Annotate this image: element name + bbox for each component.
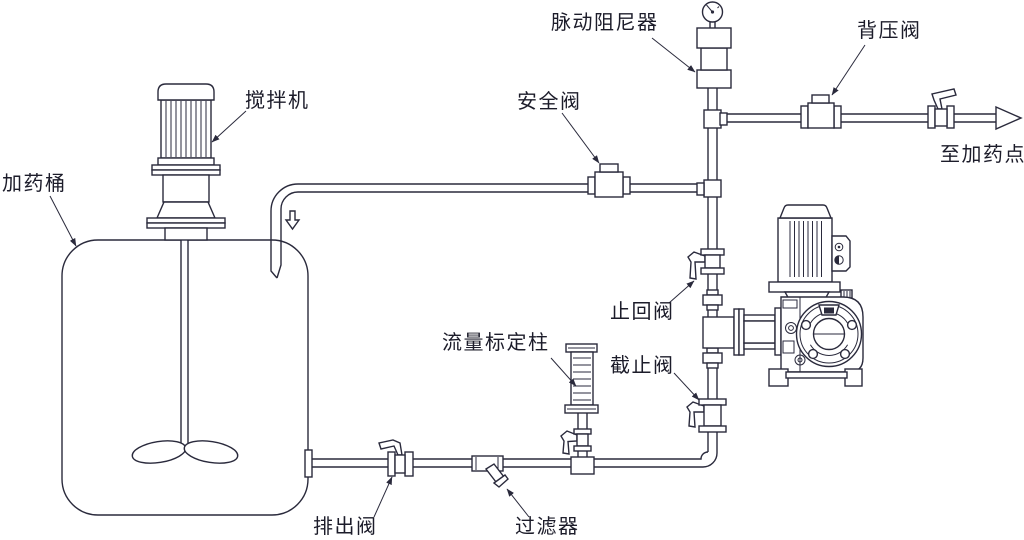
mixer-motor-cap	[157, 83, 215, 101]
pipe-elbow-inner	[700, 451, 709, 460]
pulsation-dampener	[696, 1, 732, 89]
mixer-mount-column	[164, 227, 208, 241]
pump-head-block	[702, 316, 735, 349]
pump-head	[733, 307, 782, 356]
mixer-neck	[162, 174, 210, 203]
pump-union-lower	[702, 347, 723, 369]
flow-arrow	[995, 105, 1023, 131]
outlet-valve	[927, 88, 957, 129]
back-pressure-valve	[800, 94, 842, 129]
label-back-pressure-valve: 背压阀	[857, 20, 922, 42]
flow-down-arrow-icon	[284, 210, 301, 231]
mixer-flange-lower-2	[146, 222, 226, 229]
label-dosing-tank: 加药桶	[2, 173, 67, 195]
label-stop-valve: 截止阀	[610, 355, 675, 377]
leader-lines	[49, 37, 866, 518]
label-discharge-valve: 排出阀	[313, 516, 378, 538]
return-pipe	[270, 183, 301, 279]
label-mixer: 搅拌机	[245, 90, 310, 112]
label-safety-valve: 安全阀	[517, 91, 582, 113]
discharge-valve-handle	[378, 439, 403, 456]
mixer-flange-upper-2	[151, 169, 221, 176]
tee-dampener	[703, 109, 722, 129]
check-valve-handle	[687, 251, 706, 280]
calibration-valve-handle	[560, 430, 578, 455]
strainer-cap	[492, 474, 509, 488]
mixer-motor-band	[157, 157, 215, 166]
safety-valve	[587, 163, 631, 198]
agitator-shaft	[180, 237, 189, 452]
pump-motor-cap	[778, 204, 833, 219]
propeller-blade-right	[183, 440, 239, 464]
label-check-valve: 止回阀	[610, 301, 675, 323]
pump-gear-housing	[780, 296, 864, 373]
mixer-flange-lower-1	[146, 217, 226, 224]
suction-pipe	[304, 449, 700, 478]
check-valve	[687, 248, 725, 280]
calibration-column	[560, 343, 599, 475]
tee-safety-stub	[696, 182, 705, 196]
metering-pump	[702, 204, 864, 387]
label-pulsation-dampener: 脉动阻尼器	[551, 12, 659, 34]
discharge-valve	[378, 439, 414, 477]
pump-terminal-box	[831, 235, 851, 272]
outlet-valve-handle	[931, 88, 957, 110]
pump-motor-base	[768, 281, 841, 293]
pump-motor	[768, 204, 853, 302]
label-filter: 过滤器	[515, 516, 580, 538]
stop-valve-handle	[686, 401, 705, 428]
label-calibration-column: 流量标定柱	[442, 332, 550, 354]
tee-safety	[703, 179, 722, 198]
mixer-cone	[155, 201, 217, 219]
mixer-motor-fins	[165, 101, 207, 157]
label-to-dosing-point: 至加药点	[940, 144, 1024, 166]
calibration-valve	[560, 428, 592, 455]
pump-base-bracket	[768, 368, 863, 387]
tank-outlet-flange	[304, 449, 313, 478]
agitator	[131, 83, 239, 464]
pipe-elbow-outer	[700, 452, 718, 468]
safety-pipe	[298, 183, 704, 193]
stop-valve	[686, 398, 727, 433]
pressure-gauge-icon	[701, 1, 724, 23]
calibration-tee	[570, 456, 595, 475]
tee-dampener-stub	[719, 112, 728, 126]
mixer-flange-upper-1	[151, 164, 221, 171]
y-strainer-filter	[471, 455, 509, 488]
pump-union-upper	[702, 289, 723, 311]
top-discharge-pipe	[721, 113, 996, 123]
